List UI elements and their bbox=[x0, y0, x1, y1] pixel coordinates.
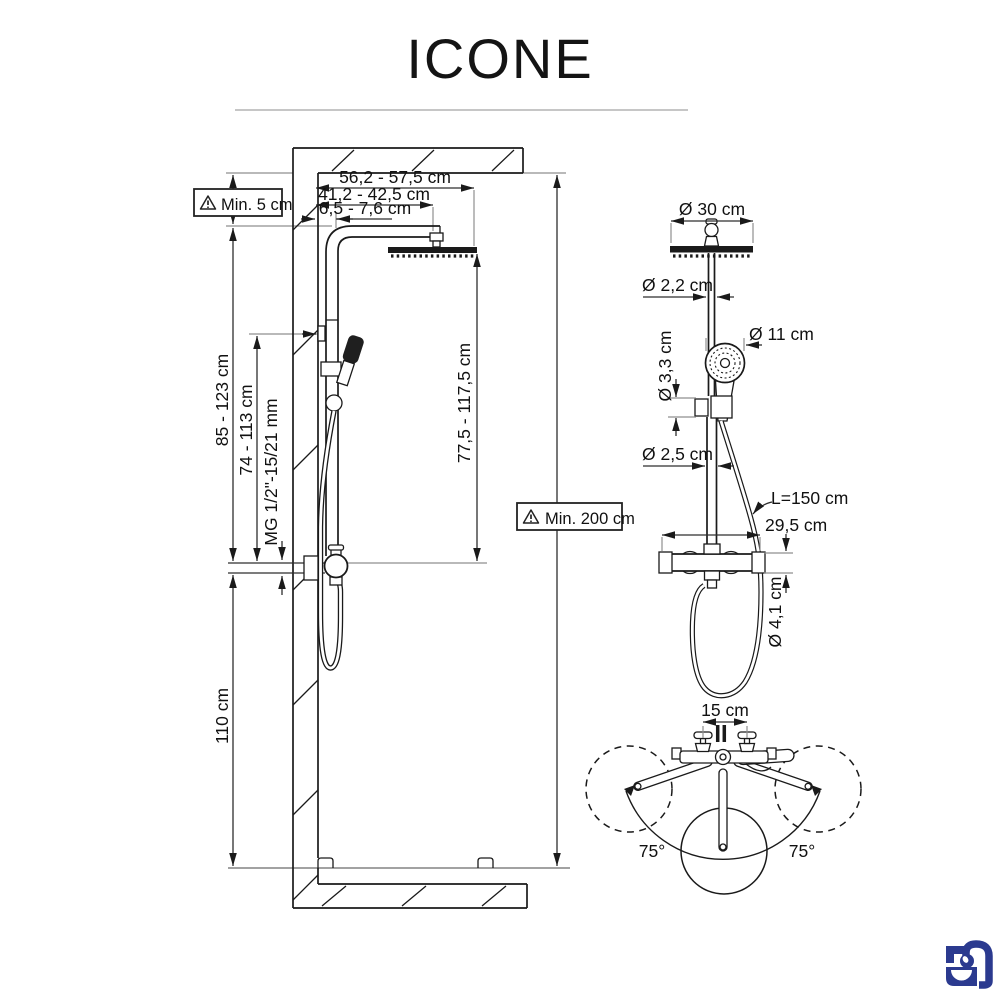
column-pivot bbox=[714, 748, 732, 766]
head-shower-elevation bbox=[388, 232, 477, 258]
dim-upper-pipe-diameter: Ø 2,2 cm bbox=[642, 275, 713, 295]
dim-head-height-range: 77,5 - 117,5 cm bbox=[454, 343, 474, 463]
logo-smile bbox=[951, 970, 972, 981]
dim-lower-pipe-diameter: Ø 2,5 cm bbox=[642, 444, 713, 464]
wall-section-view: 56,2 - 57,5 cm 41,2 - 42,5 cm 6,5 - 7,6 … bbox=[193, 147, 635, 909]
dim-height-column-top: 85 - 123 cm bbox=[212, 354, 232, 446]
shower-hose bbox=[317, 410, 344, 671]
dim-width-total: 56,2 - 57,5 cm bbox=[339, 167, 451, 187]
dim-handshower-diameter: Ø 11 cm bbox=[749, 324, 814, 344]
wall-dimension-lines bbox=[229, 175, 561, 866]
dim-mixer-width: 29,5 cm bbox=[765, 515, 827, 535]
supply-flange bbox=[303, 555, 319, 581]
title-divider bbox=[235, 109, 688, 111]
swivel-position-right bbox=[774, 745, 862, 833]
dim-head-diameter: Ø 30 cm bbox=[679, 199, 745, 219]
wall-structure bbox=[292, 147, 528, 909]
hose-joint bbox=[325, 394, 343, 412]
logo-eye bbox=[962, 956, 969, 963]
extension-lines bbox=[226, 172, 570, 869]
handle-right-top bbox=[737, 731, 757, 753]
dim-handle-spacing: 15 cm bbox=[701, 700, 749, 720]
shower-column-elevation bbox=[228, 225, 477, 671]
warning-min-ceiling-gap-label: Min. 5 cm bbox=[221, 196, 293, 214]
warning-icon bbox=[199, 195, 217, 210]
page-title: ICONE bbox=[406, 27, 594, 90]
mixer-valve bbox=[323, 553, 349, 579]
holder-ring bbox=[710, 395, 733, 419]
dim-hose-length: L=150 cm bbox=[771, 488, 848, 508]
column-geometry bbox=[658, 218, 766, 699]
brand-logo bbox=[946, 940, 993, 989]
thermostatic-bar bbox=[658, 543, 766, 589]
head-shower-disc bbox=[670, 246, 753, 253]
arm-center bbox=[718, 768, 728, 852]
dim-height-bracket: 74 - 113 cm bbox=[236, 384, 256, 475]
angle-right-label: 75° bbox=[789, 841, 815, 861]
dim-connection-thread: MG 1/2"-15/21 mm bbox=[261, 398, 281, 545]
dim-holder-diameter: Ø 3,3 cm bbox=[655, 331, 675, 402]
dim-mixer-diameter: Ø 4,1 cm bbox=[765, 577, 785, 648]
holder-bracket bbox=[694, 398, 709, 417]
shower-hose-detail bbox=[689, 420, 764, 699]
warning-min-ceiling-gap: Min. 5 cm bbox=[193, 188, 293, 217]
hand-shower bbox=[335, 335, 364, 387]
dim-mixer-height: 110 cm bbox=[212, 688, 232, 744]
handshower-head bbox=[704, 342, 746, 384]
wall-bracket bbox=[317, 325, 326, 342]
swivel-position-left bbox=[585, 745, 673, 833]
warning-min-height: Min. 200 cm bbox=[516, 502, 635, 531]
angle-left-label: 75° bbox=[639, 841, 665, 861]
slider-bracket bbox=[320, 361, 342, 377]
rotation-top-view: 15 cm 75° 75° bbox=[585, 700, 862, 895]
dim-width-wall-offset: 6,5 - 7,6 cm bbox=[319, 198, 411, 218]
handle-left-top bbox=[693, 731, 713, 753]
warning-icon bbox=[522, 509, 540, 524]
dim-width-arm: 41,2 - 42,5 cm bbox=[318, 184, 430, 204]
swivel-arc bbox=[625, 790, 821, 861]
column-detail-view: Ø 30 cm Ø 2,2 cm Ø 11 cm Ø 3,3 cm Ø 2,5 … bbox=[642, 199, 848, 699]
column-dimension-lines bbox=[643, 217, 793, 593]
warning-min-height-label: Min. 200 cm bbox=[545, 510, 635, 528]
